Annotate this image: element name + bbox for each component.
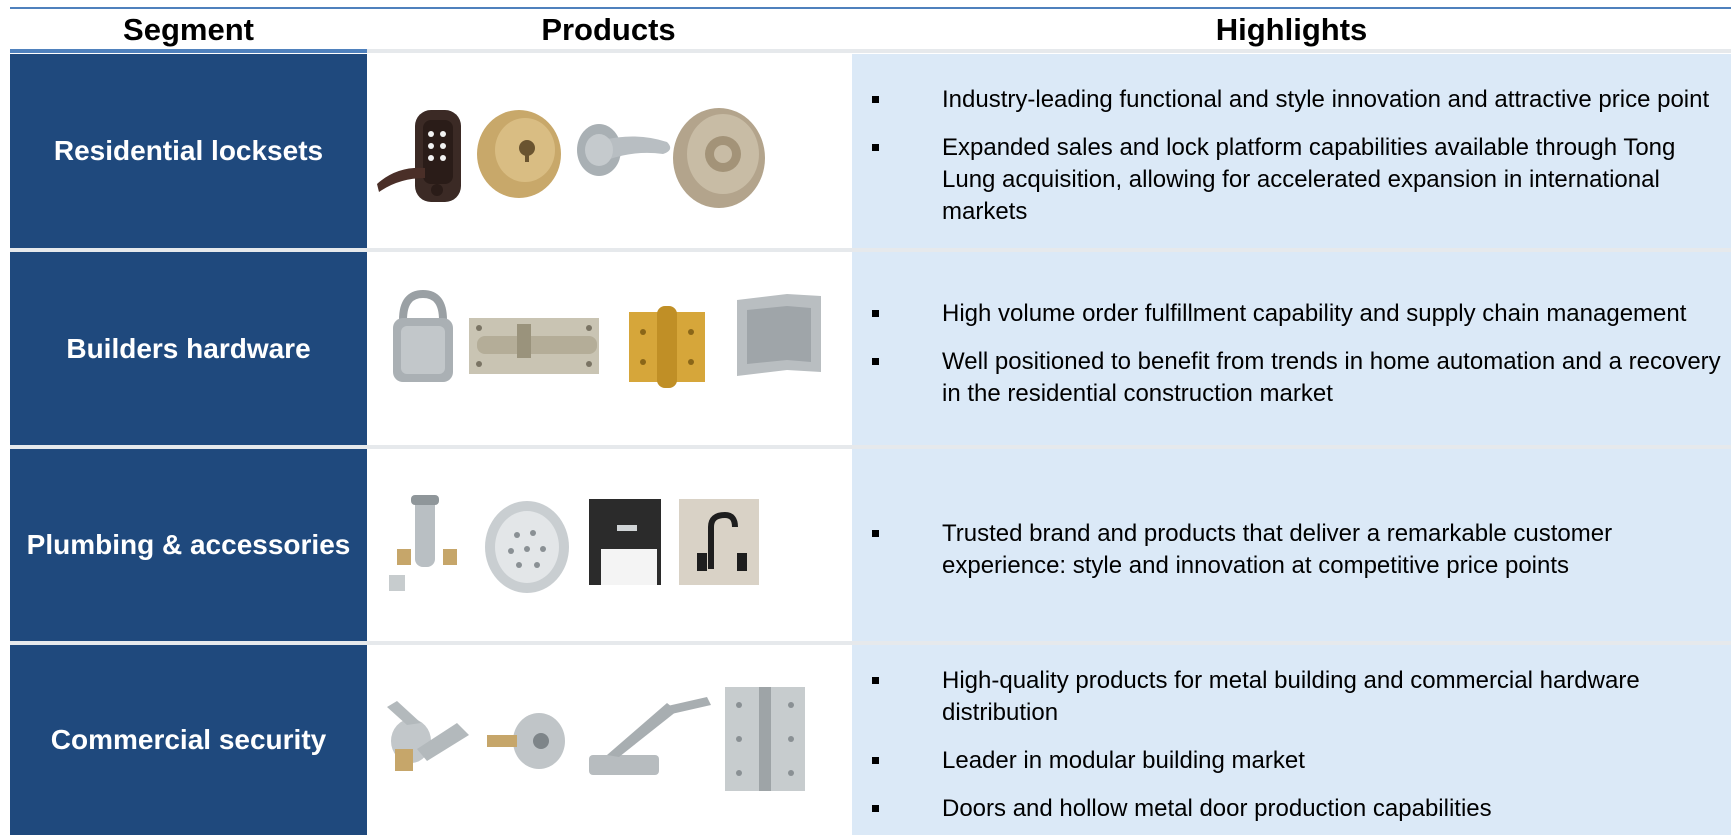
products-cell bbox=[367, 252, 850, 445]
highlights-cell: High volume order fulfillment capability… bbox=[852, 252, 1731, 445]
highlights-cell: High-quality products for metal building… bbox=[852, 645, 1731, 835]
bathroom-faucet-icon bbox=[679, 499, 759, 585]
table-row: Commercial security bbox=[10, 645, 1731, 835]
highlight-bullet: Doors and hollow metal door production c… bbox=[852, 793, 1721, 825]
commercial-lever-icon bbox=[387, 701, 469, 771]
products-cell bbox=[367, 645, 850, 835]
header-underline-segment bbox=[10, 49, 367, 53]
row-divider bbox=[10, 248, 1731, 252]
barn-door-track-icon bbox=[737, 294, 821, 376]
lever-handle-icon bbox=[577, 124, 671, 176]
wall-faucet-sink-icon bbox=[589, 499, 661, 585]
bullet-square-icon bbox=[872, 96, 879, 103]
table-row: Builders hardware bbox=[10, 252, 1731, 445]
highlight-bullet: Expanded sales and lock platform capabil… bbox=[852, 132, 1721, 228]
deadbolt-icon bbox=[477, 110, 561, 198]
bullet-square-icon bbox=[872, 677, 879, 684]
bullet-square-icon bbox=[872, 357, 879, 365]
table-row: Plumbing & accessories bbox=[10, 449, 1731, 641]
barrel-bolt-icon bbox=[469, 318, 599, 374]
highlights-cell: Industry-leading functional and style in… bbox=[852, 54, 1731, 248]
keypad-lever-lock-icon bbox=[377, 110, 461, 202]
highlight-bullet: Industry-leading functional and style in… bbox=[852, 84, 1721, 116]
highlight-bullet: Well positioned to benefit from trends i… bbox=[852, 346, 1721, 410]
highlight-bullet: Leader in modular building market bbox=[852, 745, 1721, 777]
highlight-bullet: Trusted brand and products that deliver … bbox=[852, 518, 1721, 582]
highlight-bullet: High volume order fulfillment capability… bbox=[852, 298, 1721, 330]
row-divider bbox=[10, 641, 1731, 645]
door-closer-icon bbox=[589, 697, 711, 775]
bullet-square-icon bbox=[872, 805, 879, 812]
table-row: Residential locksets bbox=[10, 54, 1731, 248]
header-products: Products bbox=[541, 12, 676, 47]
door-hinge-icon bbox=[725, 687, 805, 791]
shrouded-padlock-icon bbox=[393, 289, 453, 382]
table-header: Segment Products Highlights bbox=[0, 10, 1731, 52]
row-divider bbox=[10, 445, 1731, 449]
faucet-set-icon bbox=[389, 495, 457, 591]
shower-head-icon bbox=[485, 501, 569, 593]
products-cell bbox=[367, 449, 850, 641]
segment-cell: Builders hardware bbox=[10, 252, 367, 445]
header-segment: Segment bbox=[123, 12, 254, 47]
top-rule bbox=[10, 7, 1731, 9]
highlight-bullet: High-quality products for metal building… bbox=[852, 665, 1721, 729]
bullet-square-icon bbox=[872, 530, 879, 537]
bullet-square-icon bbox=[872, 309, 879, 317]
header-underline-rest bbox=[367, 49, 1731, 53]
segment-cell: Residential locksets bbox=[10, 54, 367, 248]
header-highlights: Highlights bbox=[1215, 12, 1368, 47]
spring-hinge-icon bbox=[629, 306, 705, 388]
segment-cell: Plumbing & accessories bbox=[10, 449, 367, 641]
highlights-cell: Trusted brand and products that deliver … bbox=[852, 449, 1731, 641]
bullet-square-icon bbox=[872, 144, 879, 151]
segment-cell: Commercial security bbox=[10, 645, 367, 835]
products-cell bbox=[367, 54, 850, 248]
commercial-deadbolt-icon bbox=[487, 713, 565, 769]
decorative-knob-icon bbox=[673, 108, 765, 208]
bullet-square-icon bbox=[872, 757, 879, 764]
